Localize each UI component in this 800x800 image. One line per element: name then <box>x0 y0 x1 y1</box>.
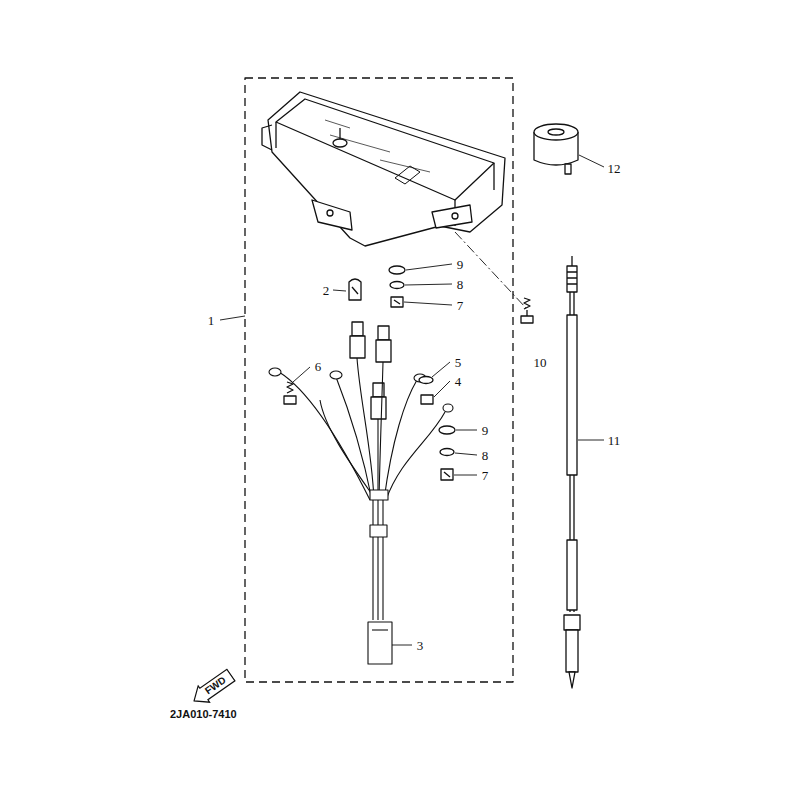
direction-arrow: FWD <box>186 666 237 711</box>
screw <box>419 377 433 405</box>
bulb-socket <box>350 322 391 419</box>
meter-housing <box>262 92 505 246</box>
leader-line <box>220 155 604 645</box>
callout-number: 1 <box>206 313 217 328</box>
drawing-code: 2JA010-7410 <box>168 708 239 721</box>
screw-set <box>439 426 455 480</box>
callout-number: 3 <box>415 638 426 653</box>
callout-number: 9 <box>480 423 491 438</box>
callout-number: 4 <box>453 374 464 389</box>
callout-number: 8 <box>455 277 466 292</box>
callout-number: 5 <box>453 355 464 370</box>
callout-number: 7 <box>455 298 466 313</box>
screw <box>284 382 296 404</box>
wire-harness <box>269 358 453 664</box>
callout-number: 12 <box>606 161 623 176</box>
callout-number: 6 <box>313 359 324 374</box>
callout-number: 2 <box>321 283 332 298</box>
callout-number: 9 <box>455 257 466 272</box>
callout-number: 11 <box>606 433 623 448</box>
callout-number: 10 <box>532 355 549 370</box>
speedometer-cable <box>564 256 580 688</box>
screw <box>521 298 533 323</box>
bulb <box>349 279 361 300</box>
flasher-relay <box>534 124 578 174</box>
screw-set <box>389 266 405 307</box>
callout-number: 7 <box>480 468 491 483</box>
callout-number: 8 <box>480 448 491 463</box>
assembly-boundary <box>245 78 513 682</box>
